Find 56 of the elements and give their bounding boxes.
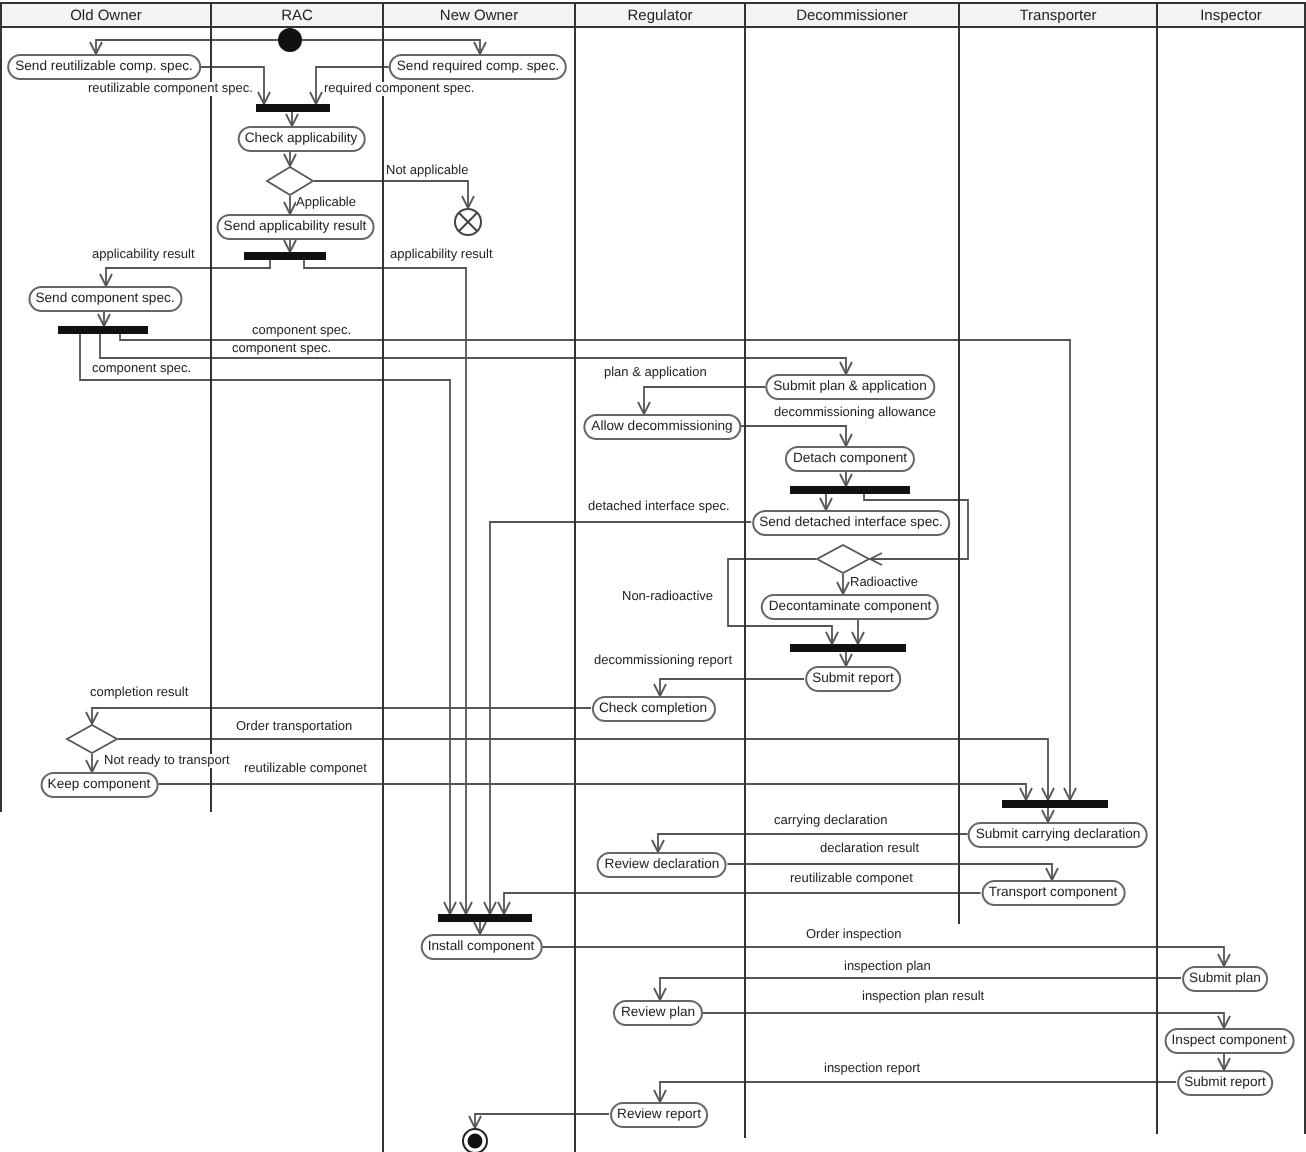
swimlane	[958, 2, 1156, 924]
arrow	[819, 493, 833, 511]
arrow	[637, 386, 767, 415]
arrow	[726, 863, 1059, 881]
arrow	[541, 946, 1231, 967]
arrow	[839, 471, 853, 487]
arrow	[309, 66, 390, 105]
end-node	[462, 1128, 488, 1152]
flow-final-node	[454, 208, 482, 236]
arrow	[836, 573, 850, 595]
sync-bar	[1002, 800, 1108, 808]
arrow	[468, 1113, 610, 1129]
arrow	[79, 333, 457, 915]
sync-bar	[790, 486, 910, 494]
arrow	[303, 259, 473, 915]
arrow	[283, 151, 297, 167]
arrow	[653, 977, 1182, 1001]
arrow	[85, 707, 592, 725]
arrow	[157, 783, 1033, 801]
arrow	[285, 111, 299, 127]
arrow	[283, 239, 297, 253]
arrow	[283, 195, 297, 215]
arrow	[473, 921, 487, 935]
sync-bar	[790, 644, 906, 652]
sync-bar	[256, 104, 330, 112]
sync-bar	[438, 914, 532, 922]
arrow	[702, 1012, 1231, 1029]
decision-diamond	[816, 544, 870, 574]
arrow	[497, 892, 982, 915]
arrow	[651, 833, 969, 853]
arrow	[99, 333, 853, 375]
arrow	[119, 333, 1077, 801]
sync-bar	[58, 326, 148, 334]
arrow	[483, 521, 753, 915]
arrow	[97, 311, 111, 327]
arrow	[653, 1081, 1178, 1103]
arrow	[839, 651, 853, 667]
arrow	[117, 738, 1055, 801]
arrow	[85, 753, 99, 773]
start-node	[278, 28, 302, 52]
sync-bar	[244, 252, 326, 260]
arrow	[727, 558, 839, 645]
decision-diamond	[266, 166, 314, 196]
arrow	[89, 39, 279, 55]
arrow	[851, 619, 865, 645]
arrow	[739, 425, 853, 447]
swimlane	[1156, 2, 1306, 1134]
arrow	[99, 259, 271, 287]
arrow	[653, 678, 806, 697]
arrow	[301, 39, 487, 55]
arrow	[863, 493, 969, 566]
arrow	[1217, 1053, 1231, 1071]
arrow	[1041, 807, 1055, 823]
decision-diamond	[66, 724, 118, 754]
arrow	[199, 66, 271, 105]
arrow	[313, 180, 475, 209]
